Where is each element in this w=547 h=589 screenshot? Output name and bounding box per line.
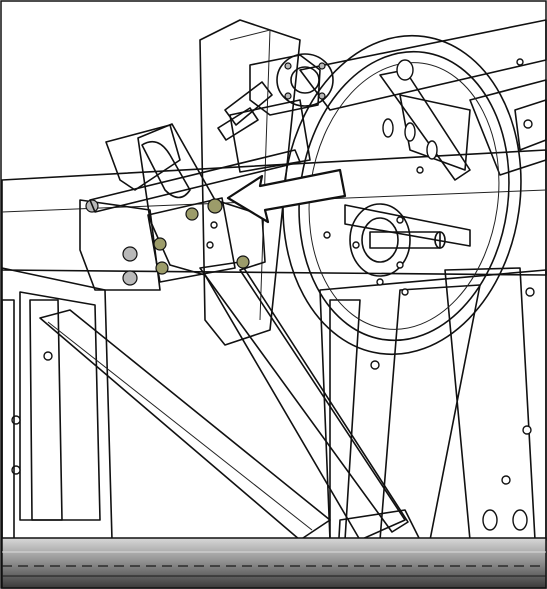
reel-end-disc bbox=[282, 34, 522, 356]
diagonal-brace-highlight bbox=[47, 321, 313, 531]
support-bolt-4 bbox=[155, 261, 169, 275]
drive-belt-housing bbox=[199, 19, 301, 346]
hydraulic-cylinder bbox=[229, 99, 311, 173]
main-cross-tube bbox=[1, 149, 547, 276]
cutter-bar-rail bbox=[1, 537, 547, 589]
hydraulic-motor bbox=[217, 53, 334, 141]
tube-bracket-bolt-upper bbox=[122, 246, 138, 262]
tube-bracket-bolt-lower bbox=[122, 270, 138, 286]
support-bolt-2 bbox=[207, 198, 223, 214]
cutting-bar-support-yellow bbox=[105, 123, 431, 566]
support-bolt-1 bbox=[185, 207, 199, 221]
tube-bracket bbox=[79, 199, 161, 291]
support-bolt-3 bbox=[153, 237, 167, 251]
support-bolt-5 bbox=[236, 255, 250, 269]
arrow-left-icon bbox=[226, 168, 347, 224]
